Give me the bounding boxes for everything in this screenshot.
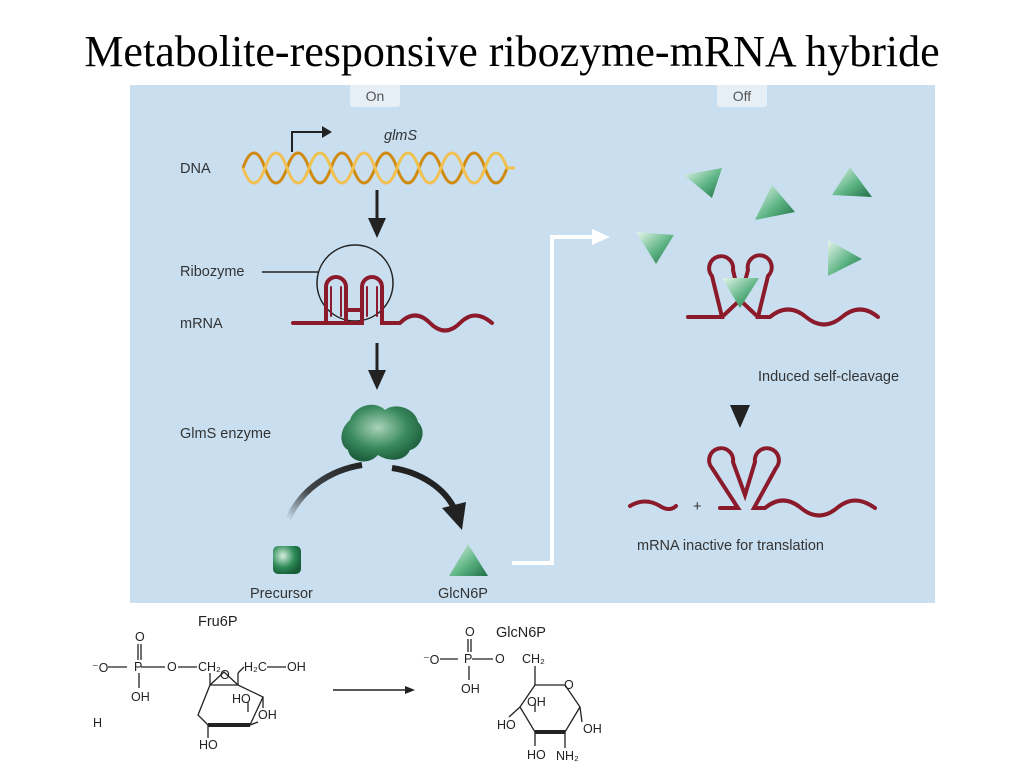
chem-reaction-arrow	[333, 686, 415, 694]
fru6p-ch2: CH₂	[198, 660, 221, 674]
cleaved-mrna	[628, 446, 877, 518]
promoter-arrow	[291, 126, 332, 152]
glcn6p-molecules	[636, 167, 872, 276]
product-label: GlcN6P	[438, 586, 488, 602]
glms-enzyme-blob	[341, 404, 423, 462]
fru6p-ring-oh: OH	[258, 708, 277, 722]
on-to-off-arrow	[512, 229, 610, 565]
edge-h-fragment: H	[93, 716, 103, 730]
bound-glcn6p-triangle	[722, 278, 759, 308]
glcn6p-structure	[440, 639, 583, 748]
fru6p-ester-o: O	[167, 660, 177, 674]
fru6p-ring-o: O	[220, 668, 230, 682]
fru6p-ring-ho: HO	[232, 692, 251, 706]
glcn6p-p: P	[464, 652, 473, 666]
arrow-dna-to-rna	[368, 190, 386, 238]
glcn6p-name: GlcN6P	[496, 625, 546, 641]
fru6p-oh-terminal: OH	[287, 660, 306, 674]
precursor-label: Precursor	[250, 586, 313, 602]
mrna-bound-metabolite	[686, 253, 880, 327]
fru6p-ho-bottom: HO	[199, 738, 218, 752]
dna-label: DNA	[180, 161, 211, 177]
cleavage-label: Induced self-cleavage	[758, 369, 900, 385]
dna-helix	[241, 151, 515, 185]
tab-off: Off	[717, 85, 767, 107]
glcn6p-phosphate-oh: OH	[461, 682, 480, 696]
fru6p-phosphate-o: O	[135, 630, 145, 644]
glcn6p-o-minus: ⁻O	[423, 653, 440, 667]
precursor-square	[273, 546, 301, 574]
mrna-label: mRNA	[180, 316, 223, 332]
tab-on: On	[350, 85, 400, 107]
plus-sign: +	[693, 499, 702, 515]
fru6p-structure	[108, 644, 286, 738]
glcn6p-ho: HO	[497, 718, 516, 732]
glcn6p-ring-oh: OH	[527, 695, 546, 709]
glcn6p-ch2: CH₂	[522, 652, 545, 666]
enzyme-label: GlmS enzyme	[180, 426, 272, 442]
inactive-label: mRNA inactive for translation	[637, 538, 824, 554]
gene-label: glmS	[384, 128, 418, 144]
arrow-cleavage	[730, 345, 750, 428]
glcn6p-ring-o: O	[564, 678, 574, 692]
fru6p-o-minus: ⁻O	[92, 661, 109, 675]
reaction-curve-out	[391, 465, 466, 530]
fru6p-name: Fru6P	[198, 614, 238, 630]
reaction-curve-in	[285, 462, 363, 522]
ribozyme-label: Ribozyme	[180, 264, 245, 280]
glcn6p-nh2: NH₂	[556, 749, 579, 763]
page-title: Metabolite-responsive ribozyme-mRNA hybr…	[84, 27, 940, 76]
mrna-with-ribozyme	[291, 275, 494, 333]
glcn6p-oh-right: OH	[583, 722, 602, 736]
glcn6p-ho-bottom: HO	[527, 748, 546, 762]
glcn6p-phosphate-o: O	[465, 625, 475, 639]
glcn6p-triangle	[449, 544, 488, 576]
fru6p-h2c: H₂C	[244, 660, 267, 674]
arrow-rna-to-enzyme	[368, 343, 386, 390]
fru6p-p: P	[134, 660, 143, 674]
glcn6p-ester-o: O	[495, 652, 505, 666]
fru6p-phosphate-oh: OH	[131, 690, 150, 704]
